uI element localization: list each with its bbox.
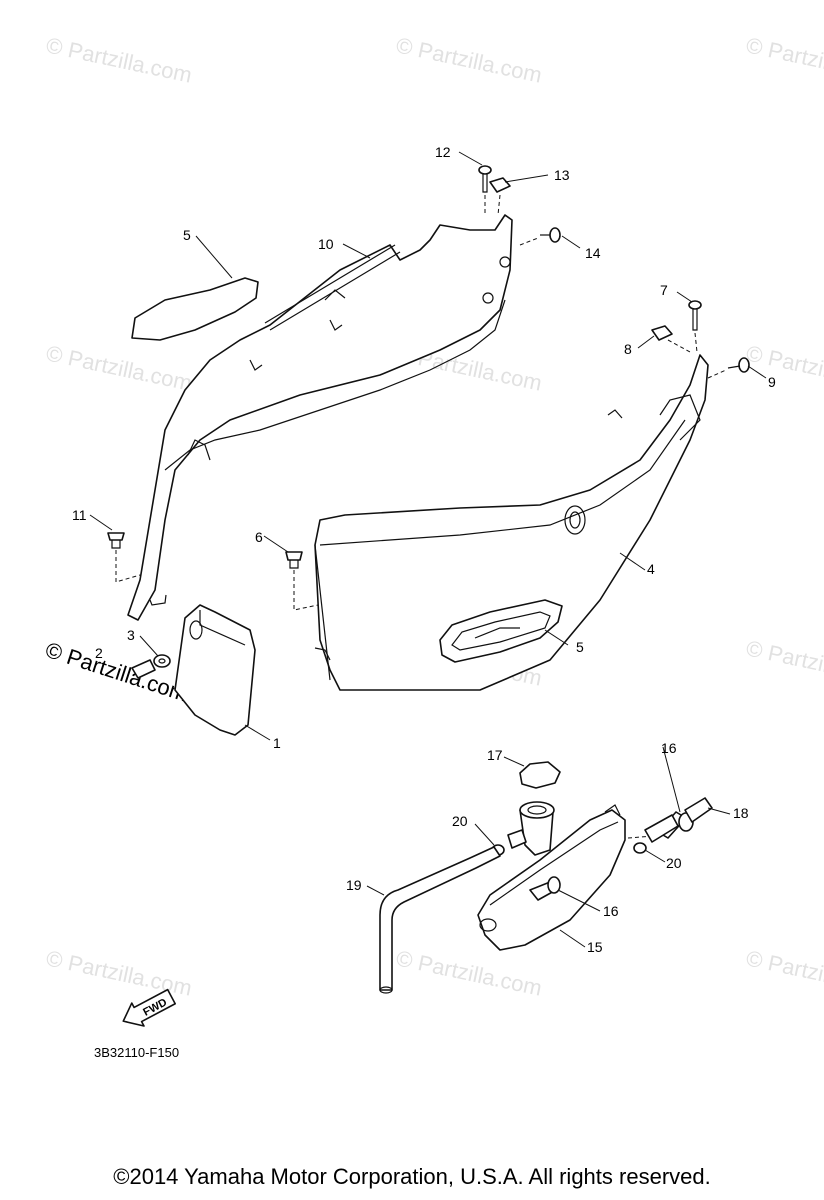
callout-19: 19 (346, 877, 362, 893)
callout-9: 9 (768, 374, 776, 390)
hose-part-19 (379, 846, 501, 994)
callout-15: 15 (587, 939, 603, 955)
bolt-part-16-bottom (529, 876, 561, 901)
callout-11: 11 (72, 507, 87, 523)
callout-17: 17 (487, 747, 503, 763)
nut-part-13 (489, 177, 511, 216)
callout-20: 20 (452, 813, 468, 829)
callout-10: 10 (318, 236, 334, 252)
copyright-notice: ©2014 Yamaha Motor Corporation, U.S.A. A… (113, 1164, 711, 1189)
callout-18: 18 (733, 805, 749, 821)
screw-part-7 (688, 300, 702, 353)
decal-part-5-top (131, 277, 259, 341)
callout-8: 8 (624, 341, 632, 357)
watermark: © Partzilla.com (44, 340, 194, 395)
screw-part-12 (478, 165, 492, 215)
nut-part-8 (651, 325, 691, 353)
callout-16: 16 (603, 903, 619, 919)
callout-14: 14 (585, 245, 601, 261)
watermark: © Partzilla.com (744, 635, 824, 690)
callout-1: 1 (273, 735, 281, 751)
watermark: © Partzilla.com (44, 945, 194, 1000)
callout-16: 16 (661, 740, 677, 756)
fwd-arrow-icon: FWD (122, 988, 176, 1027)
grommet-part-14 (519, 227, 561, 246)
callout-6: 6 (255, 529, 263, 545)
filler-neck (507, 801, 555, 856)
leader-lines (89, 151, 767, 948)
clamp-part-20-right (633, 842, 647, 854)
callout-12: 12 (435, 144, 451, 160)
callout-20: 20 (666, 855, 682, 871)
watermark-prominent: © Partzilla.com (42, 637, 191, 707)
watermark: © Partzilla.com (744, 945, 824, 1000)
grommet-part-11 (107, 532, 141, 583)
decal-part-5-cover (439, 599, 563, 663)
bolt-part-2 (131, 659, 156, 679)
callout-4: 4 (647, 561, 655, 577)
watermark: © Partzilla.com (744, 340, 824, 395)
watermark: © Partzilla.com (394, 945, 544, 1000)
side-cover-part-1 (174, 604, 256, 736)
watermark: © Partzilla.com (44, 32, 194, 87)
callout-labels: 12 13 10 14 5 7 8 9 11 6 4 3 2 5 1 17 16… (72, 144, 776, 955)
side-cover-part-4 (314, 354, 709, 691)
washer-part-3 (153, 654, 171, 668)
callout-2: 2 (95, 645, 103, 661)
cap-part-17 (519, 761, 561, 789)
callout-3: 3 (127, 627, 135, 643)
watermark: © Partzilla.com (744, 32, 824, 87)
callout-5: 5 (576, 639, 584, 655)
callout-7: 7 (660, 282, 668, 298)
fwd-label: FWD (141, 996, 169, 1018)
grommet-part-9 (707, 357, 750, 379)
grommet-part-6 (285, 551, 319, 611)
watermark: © Partzilla.com (394, 32, 544, 87)
collar-part-18 (644, 797, 713, 843)
callout-5: 5 (183, 227, 191, 243)
inner-side-cover-part-10 (127, 214, 513, 621)
callout-13: 13 (554, 167, 570, 183)
diagram-code: 3B32110-F150 (94, 1045, 179, 1060)
